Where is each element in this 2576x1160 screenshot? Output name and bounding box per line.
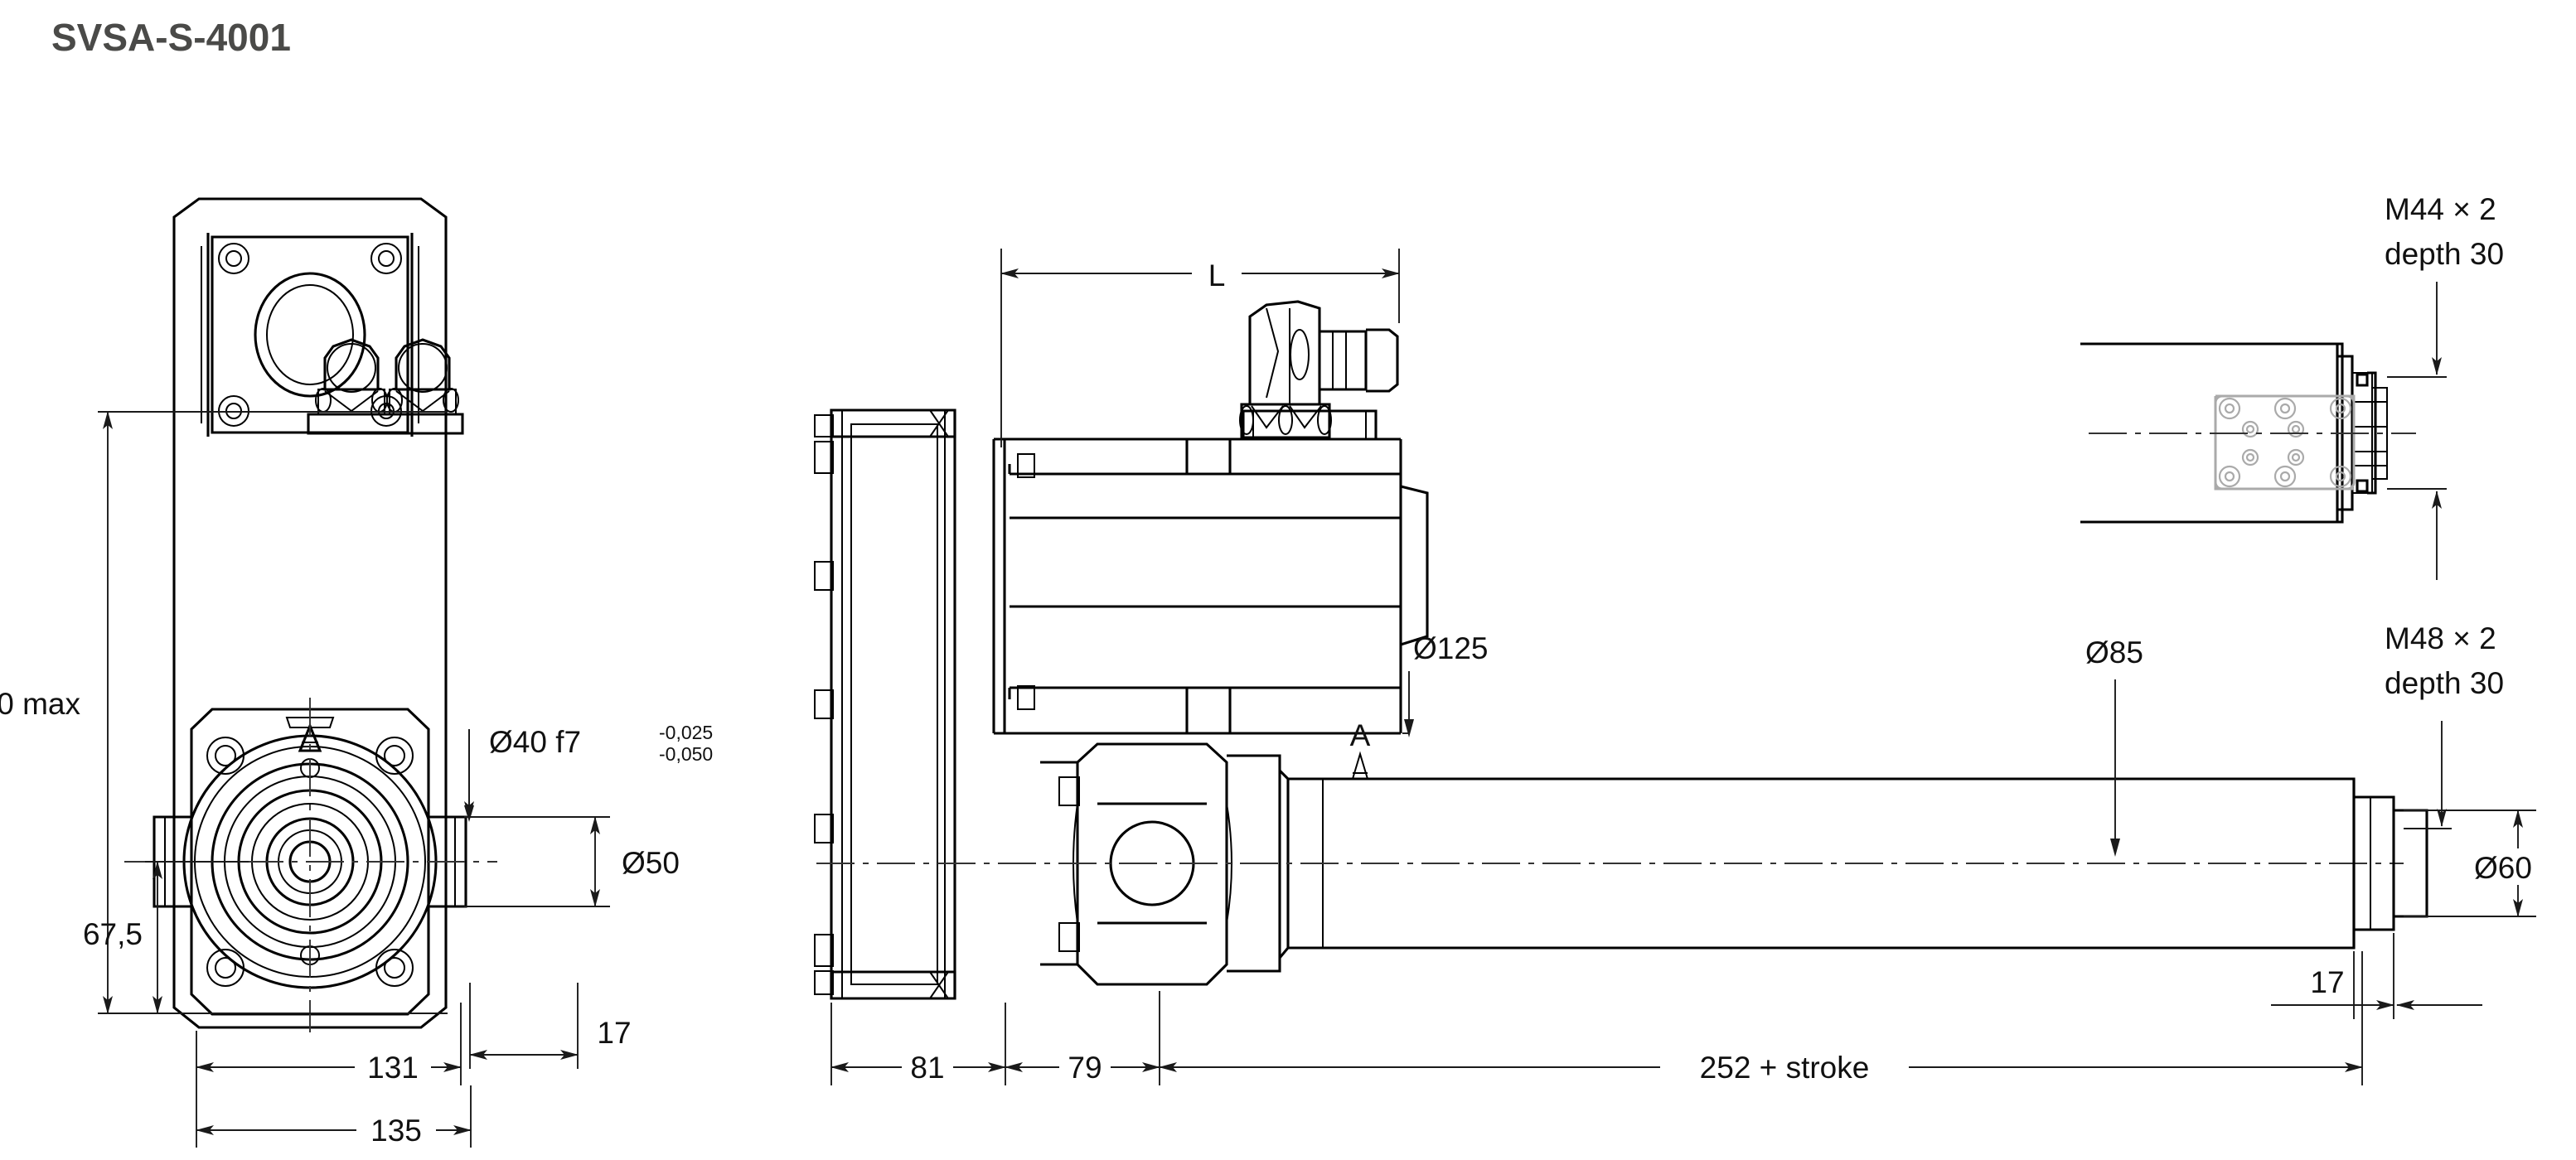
page-title: SVSA-S-4001 [51, 16, 291, 59]
end-view-body-outline [172, 197, 448, 1029]
rod-dimensions: Ø85 M48 × 2 depth 30 Ø60 17 [2085, 621, 2549, 1019]
dim-d40-f7: Ø40 f7 [489, 725, 581, 759]
end-view-geometry [124, 197, 497, 1032]
motor-body [992, 409, 1429, 735]
dim-17-right: 17 [2310, 965, 2344, 999]
note-m44-depth: depth 30 [2385, 237, 2504, 271]
note-m44: M44 × 2 [2385, 192, 2496, 226]
gearbox-housing [1040, 742, 1290, 986]
dim-79: 79 [1068, 1051, 1102, 1085]
dim-d60: Ø60 [2474, 851, 2532, 885]
plug-connector [1239, 300, 1399, 439]
dim-67-5: 67,5 [83, 917, 143, 951]
dim-d40-tol-upper: -0,025 [659, 722, 713, 743]
rod-end-detail-view [2080, 282, 2447, 580]
mounting-holes [2218, 397, 2352, 488]
dim-L: L [1208, 259, 1226, 292]
dim-d85: Ø85 [2085, 636, 2143, 669]
dim-d40-tol-lower: -0,050 [659, 743, 713, 765]
dim-131: 131 [367, 1051, 419, 1085]
dim-d50: Ø50 [622, 846, 680, 880]
rod-end-detail-notes: M44 × 2 depth 30 [2385, 192, 2504, 271]
motor-plate [201, 233, 419, 437]
end-view-dimensions: 280 max 67,5 131 135 17 Ø40 f7 -0,025 -0… [0, 411, 713, 1148]
dim-135: 135 [370, 1114, 422, 1148]
dim-d125: Ø125 [1413, 631, 1489, 665]
dim-252-stroke: 252 + stroke [1700, 1051, 1870, 1085]
connector-caps [307, 338, 464, 435]
side-view-rail [814, 408, 956, 1000]
side-view-dimensions: L Ø125 A 81 79 252 + stroke [830, 249, 2363, 1085]
dim-81: 81 [910, 1051, 944, 1085]
side-view-geometry [814, 300, 2404, 1000]
note-m48: M48 × 2 [2385, 621, 2496, 655]
label-datum-A: A [1350, 718, 1371, 752]
note-m48-depth: depth 30 [2385, 666, 2504, 700]
dim-17-left: 17 [597, 1016, 631, 1050]
dim-280-max: 280 max [0, 687, 80, 721]
